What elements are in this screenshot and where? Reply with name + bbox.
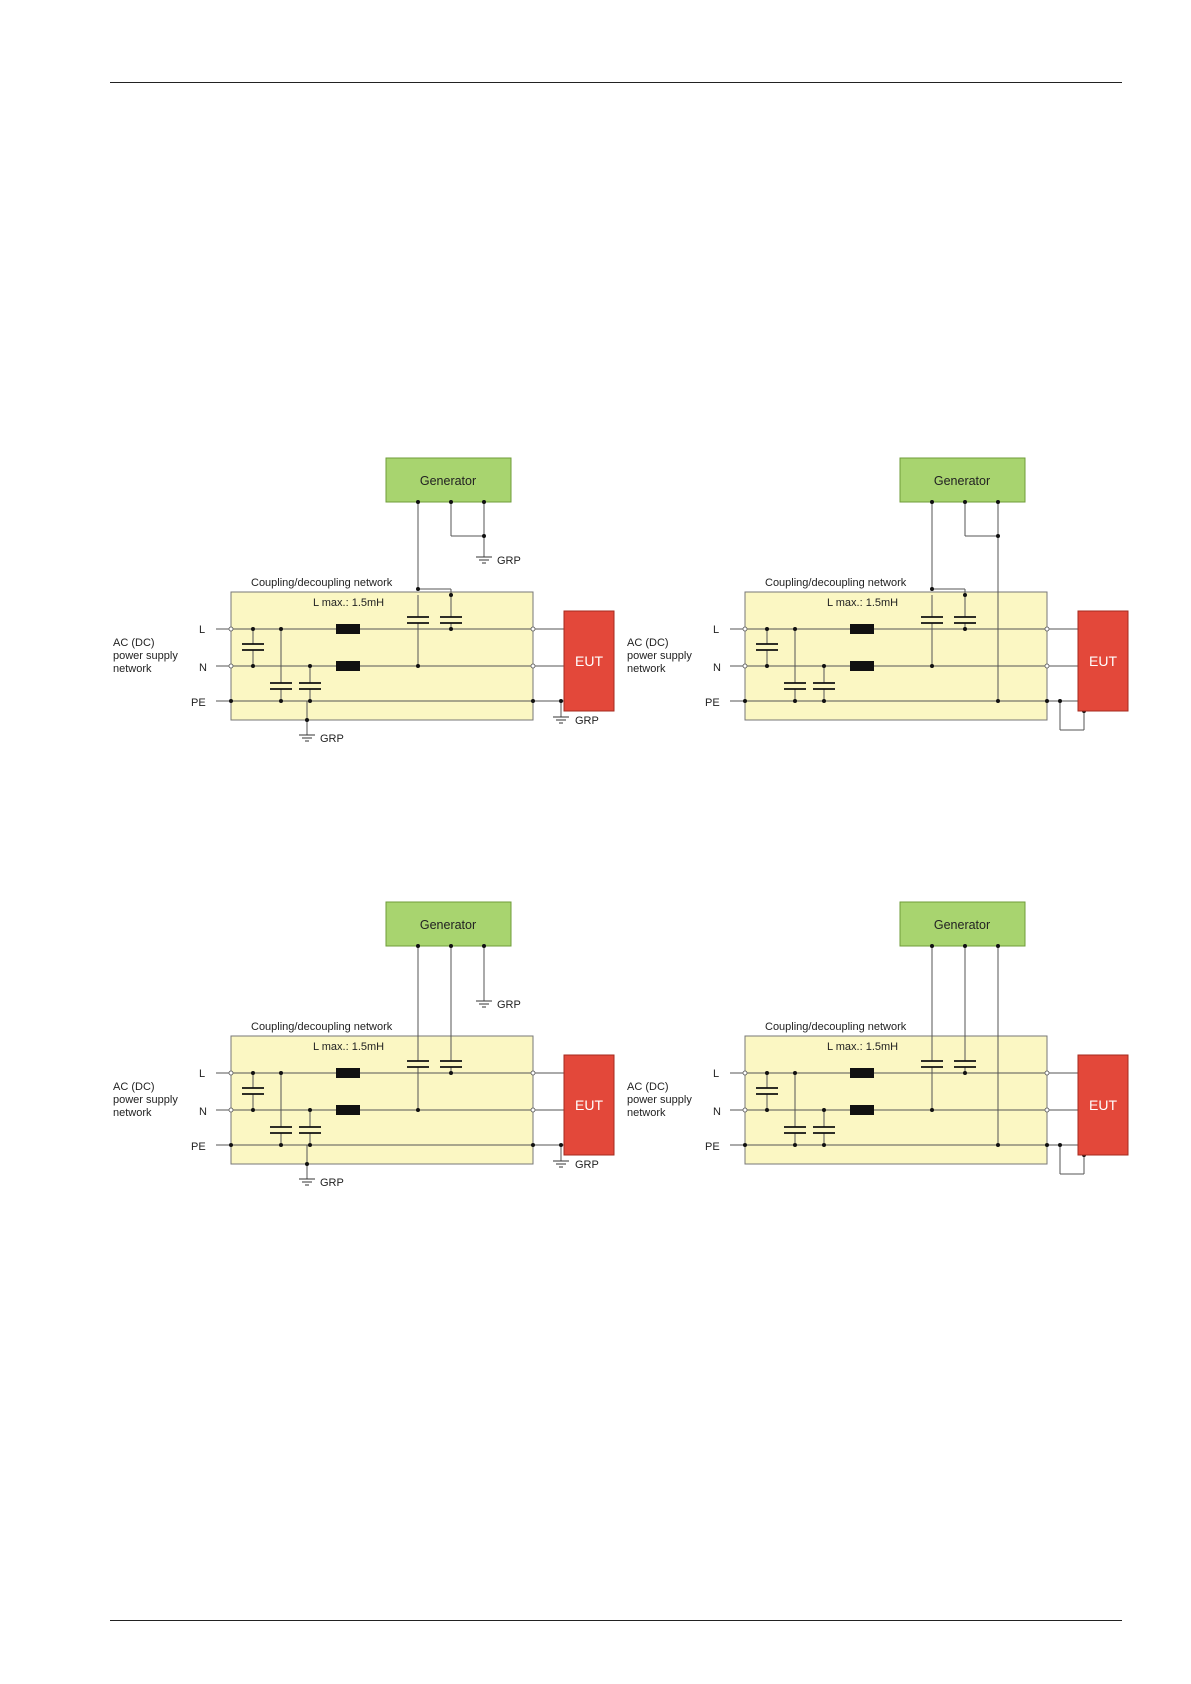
line-L-label: L bbox=[713, 1068, 719, 1080]
generator-label: Generator bbox=[420, 474, 476, 488]
diagram-line-to-line-pe: Generator Coupling/decoupling network L … bbox=[627, 457, 1129, 731]
eut-box bbox=[1077, 610, 1129, 712]
source-label-2: power supply bbox=[113, 1094, 178, 1106]
generator-label: Generator bbox=[420, 918, 476, 932]
source-label-2: power supply bbox=[627, 1094, 692, 1106]
generator-label: Generator bbox=[934, 918, 990, 932]
junction-dots bbox=[743, 944, 1086, 1157]
source-label-3: network bbox=[627, 663, 666, 675]
line-PE-label: PE bbox=[705, 1141, 720, 1153]
capacitor-plates bbox=[242, 1060, 462, 1134]
grp-label-eut: GRP bbox=[575, 715, 599, 727]
capacitor-plates bbox=[756, 616, 976, 690]
generator-box bbox=[899, 901, 1026, 947]
choke-L bbox=[336, 624, 360, 634]
eut-label: EUT bbox=[575, 653, 603, 669]
choke-N bbox=[336, 661, 360, 671]
lmax-label: L max.: 1.5mH bbox=[313, 1041, 384, 1053]
line-L-label: L bbox=[713, 624, 719, 636]
grp-ground-symbols bbox=[299, 556, 569, 742]
generator-box bbox=[385, 457, 512, 503]
grp-label-generator: GRP bbox=[497, 555, 521, 567]
lmax-label: L max.: 1.5mH bbox=[313, 597, 384, 609]
eut-label: EUT bbox=[575, 1097, 603, 1113]
eut-box bbox=[563, 610, 615, 712]
line-PE-label: PE bbox=[191, 1141, 206, 1153]
diagram-line-to-line-grp: Generator Coupling/decoupling network L … bbox=[113, 457, 615, 745]
choke-N bbox=[336, 1105, 360, 1115]
source-label-1: AC (DC) bbox=[113, 1081, 155, 1093]
choke-N bbox=[850, 1105, 874, 1115]
choke-L bbox=[336, 1068, 360, 1078]
line-N-label: N bbox=[199, 1106, 207, 1118]
line-PE-label: PE bbox=[191, 697, 206, 709]
generator-box bbox=[899, 457, 1026, 503]
source-label-1: AC (DC) bbox=[627, 1081, 669, 1093]
lmax-label: L max.: 1.5mH bbox=[827, 1041, 898, 1053]
cdn-label: Coupling/decoupling network bbox=[765, 577, 907, 589]
conductors bbox=[216, 946, 564, 1179]
grp-ground-symbols bbox=[299, 1000, 569, 1186]
grp-label-network: GRP bbox=[320, 1177, 344, 1189]
source-label-2: power supply bbox=[113, 650, 178, 662]
source-label-1: AC (DC) bbox=[627, 637, 669, 649]
line-L-label: L bbox=[199, 624, 205, 636]
capacitor-plates bbox=[242, 616, 462, 690]
lmax-label: L max.: 1.5mH bbox=[827, 597, 898, 609]
conductors bbox=[730, 946, 1085, 1175]
line-N-label: N bbox=[199, 662, 207, 674]
eut-box bbox=[1077, 1054, 1129, 1156]
line-N-label: N bbox=[713, 1106, 721, 1118]
grp-label-eut: GRP bbox=[575, 1159, 599, 1171]
terminals bbox=[742, 626, 1050, 669]
eut-label: EUT bbox=[1089, 653, 1117, 669]
line-N-label: N bbox=[713, 662, 721, 674]
cdn-label: Coupling/decoupling network bbox=[251, 577, 393, 589]
eut-label: EUT bbox=[1089, 1097, 1117, 1113]
diagram-line-to-ground-grp: Generator Coupling/decoupling network L … bbox=[113, 901, 615, 1189]
choke-L bbox=[850, 1068, 874, 1078]
cdn-label: Coupling/decoupling network bbox=[251, 1021, 393, 1033]
conductors bbox=[730, 502, 1085, 731]
generator-box bbox=[385, 901, 512, 947]
source-label-2: power supply bbox=[627, 650, 692, 662]
header-rule bbox=[110, 82, 1122, 83]
choke-L bbox=[850, 624, 874, 634]
terminals bbox=[228, 1070, 536, 1113]
grp-label-generator: GRP bbox=[497, 999, 521, 1011]
junction-dots bbox=[743, 500, 1086, 713]
grp-label-network: GRP bbox=[320, 733, 344, 745]
source-label-3: network bbox=[627, 1107, 666, 1119]
source-label-1: AC (DC) bbox=[113, 637, 155, 649]
source-label-3: network bbox=[113, 663, 152, 675]
junction-dots bbox=[229, 944, 563, 1166]
generator-label: Generator bbox=[934, 474, 990, 488]
footer-rule bbox=[110, 1620, 1122, 1621]
source-label-3: network bbox=[113, 1107, 152, 1119]
diagram-line-to-ground-pe: Generator Coupling/decoupling network L … bbox=[627, 901, 1129, 1175]
eut-box bbox=[563, 1054, 615, 1156]
terminals bbox=[228, 626, 536, 669]
junction-dots bbox=[229, 500, 563, 722]
terminals bbox=[742, 1070, 1050, 1113]
line-PE-label: PE bbox=[705, 697, 720, 709]
conductors bbox=[216, 502, 564, 735]
line-L-label: L bbox=[199, 1068, 205, 1080]
cdn-label: Coupling/decoupling network bbox=[765, 1021, 907, 1033]
choke-N bbox=[850, 661, 874, 671]
capacitor-plates bbox=[756, 1060, 976, 1134]
